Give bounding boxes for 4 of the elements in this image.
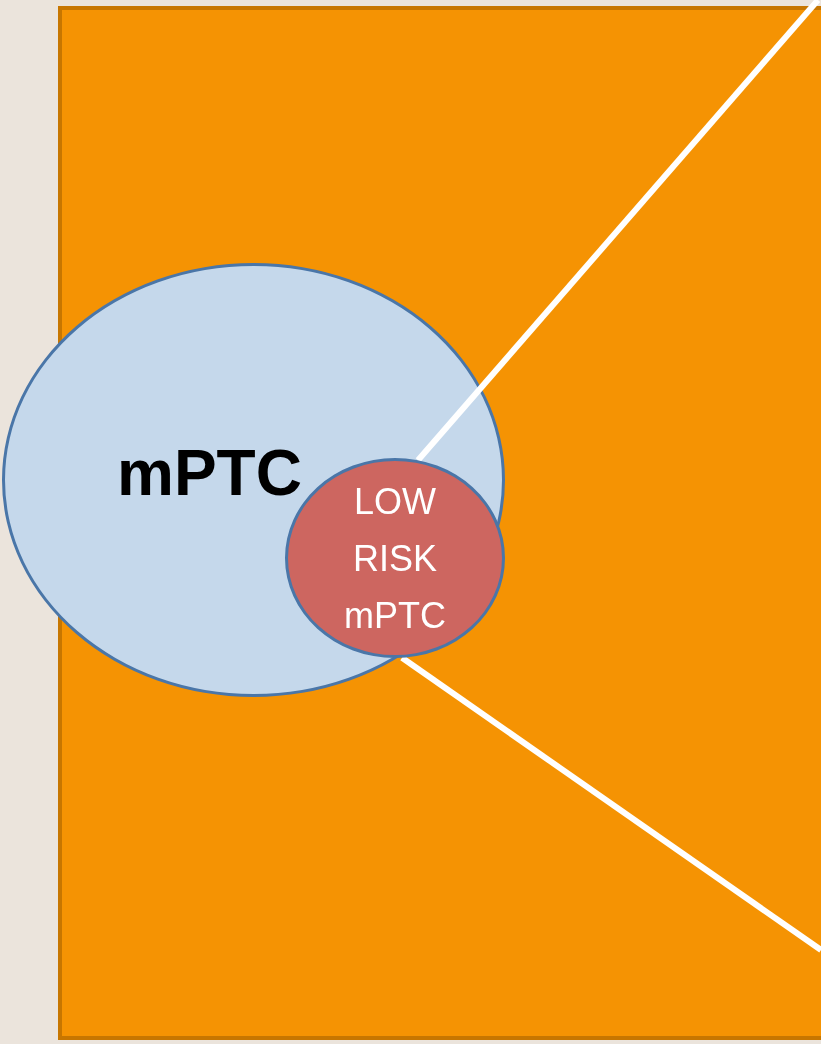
node-label: LOW RISK mPTC <box>343 479 447 638</box>
connector-line <box>400 655 821 953</box>
connector-line <box>415 0 821 463</box>
node-label: mPTC <box>117 441 302 505</box>
